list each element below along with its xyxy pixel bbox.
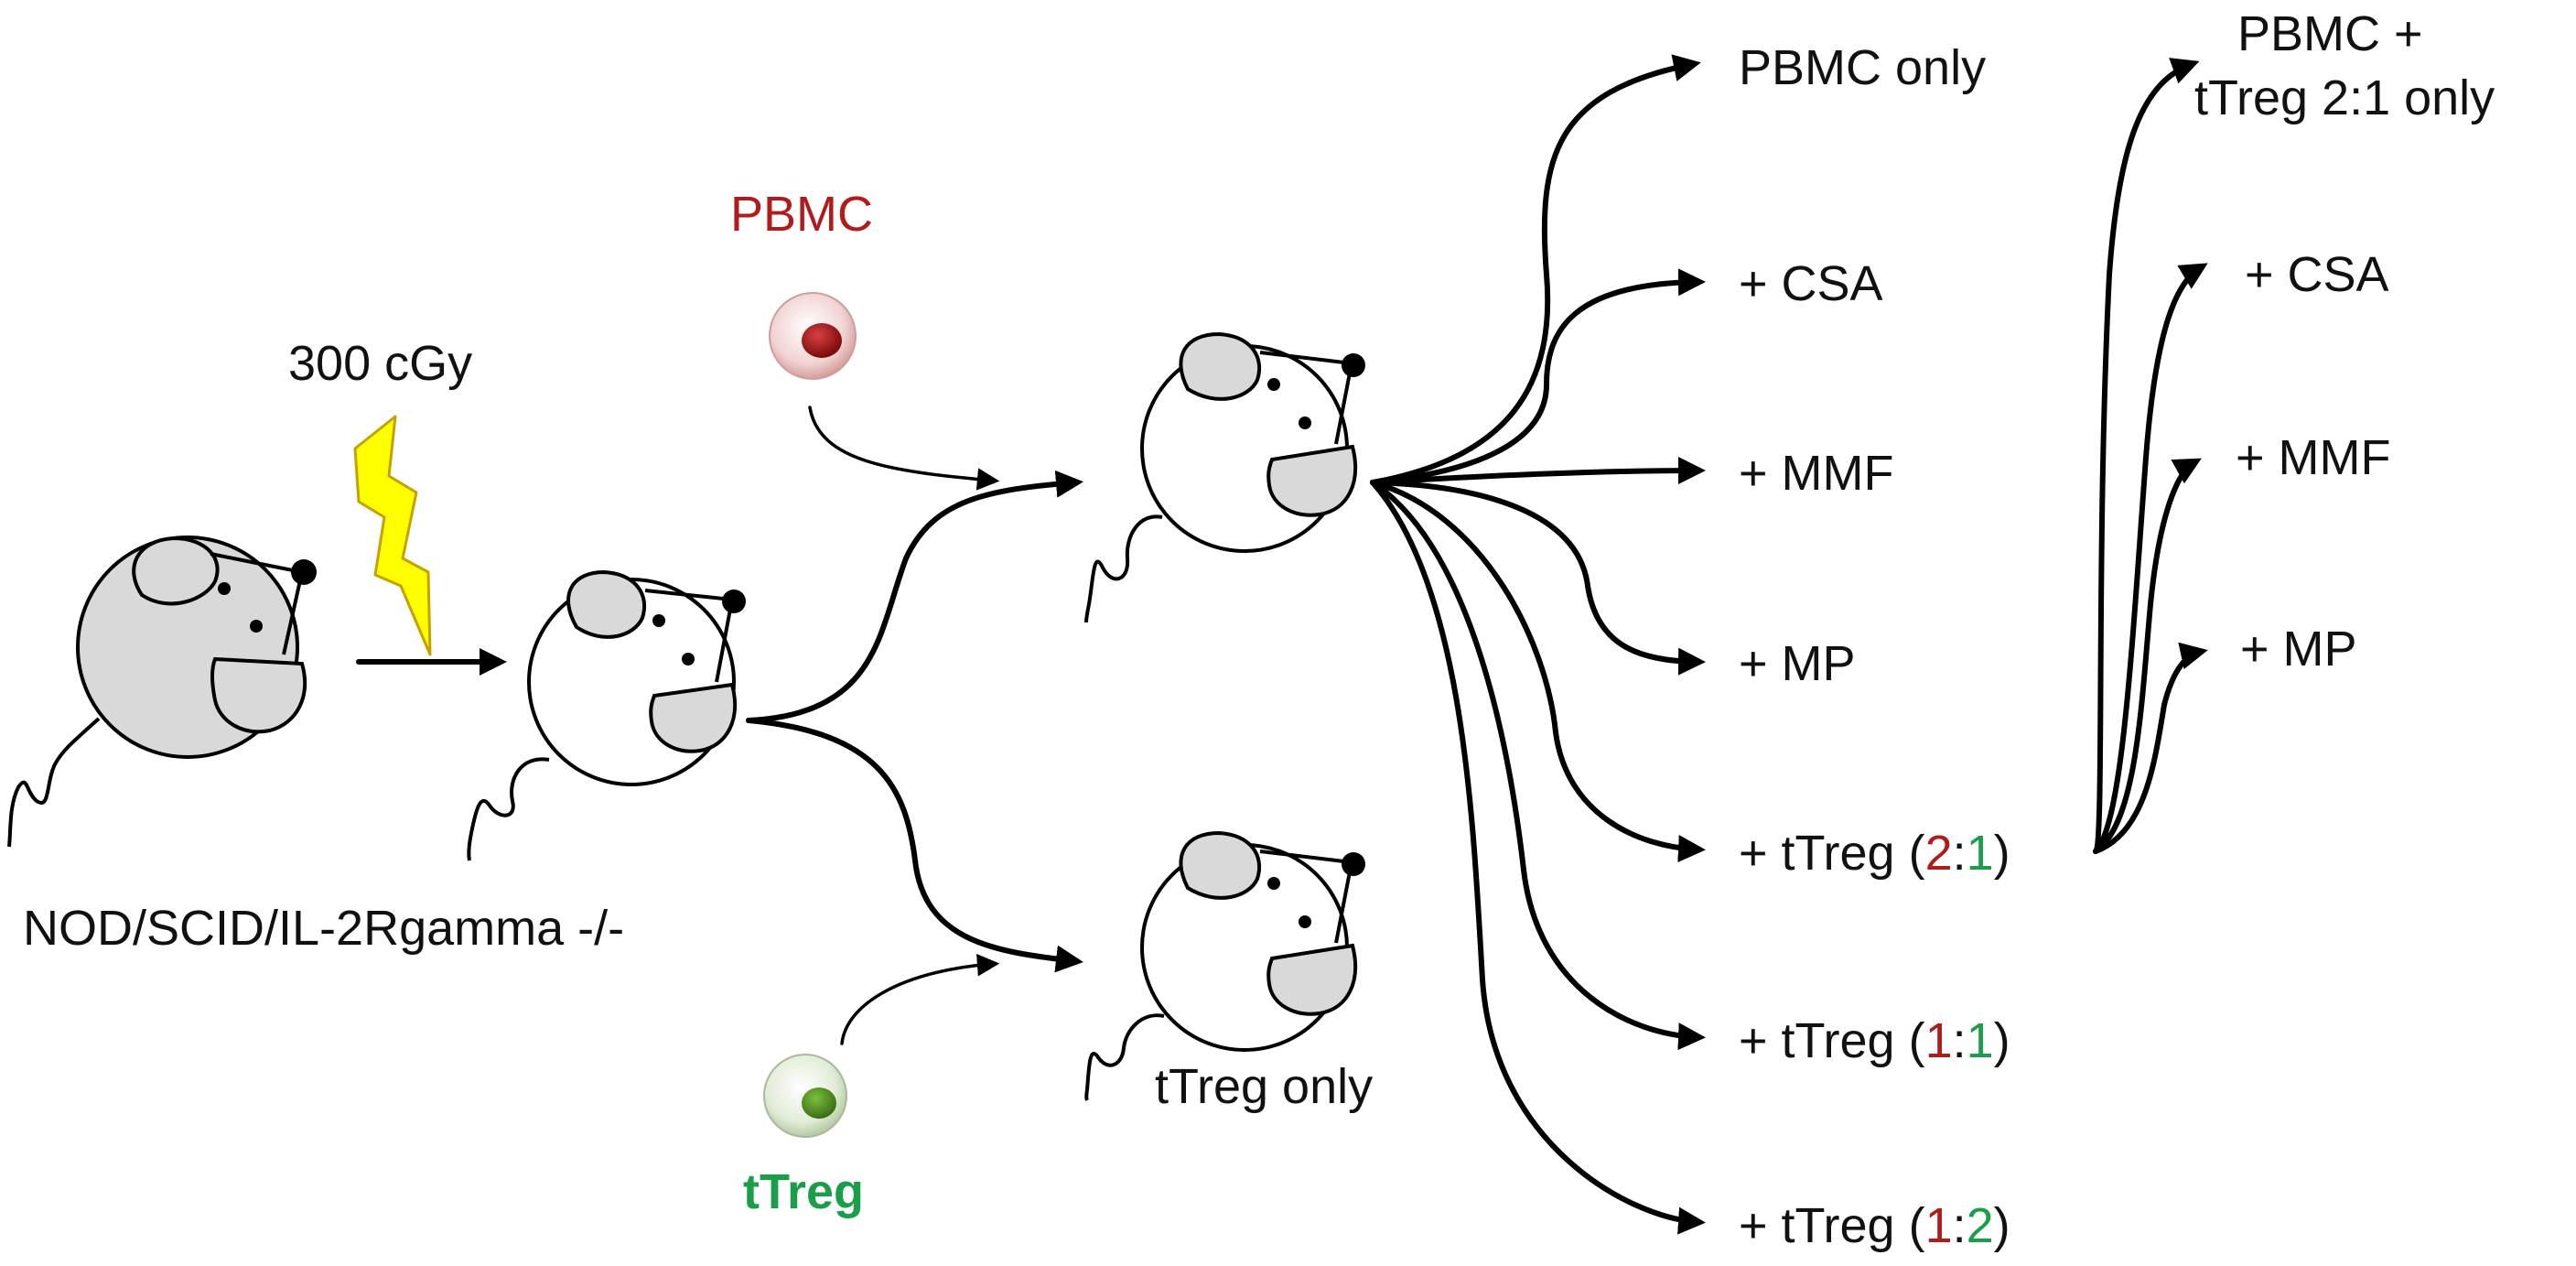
group-mp: + MP (1739, 636, 1856, 691)
pbmc-cell-icon (769, 292, 857, 380)
sub-group-mp: + MP (2240, 622, 2357, 676)
group-arrows (1370, 54, 1706, 1235)
group-csa: + CSA (1739, 256, 1883, 311)
sub-group-title-line1: PBMC + (2237, 6, 2423, 61)
treg-cell-icon (763, 1054, 847, 1138)
sub-group-csa: + CSA (2245, 247, 2389, 302)
group-pbmc-only: PBMC only (1739, 40, 1986, 95)
mouse-treg-only-icon (1084, 830, 1365, 1101)
treg-injection-arrow (840, 954, 1000, 1045)
split-arrow-pbmc (746, 470, 1083, 723)
pbmc-label: PBMC (730, 187, 873, 242)
split-arrow-treg (746, 718, 1083, 973)
lightning-bolt-icon (353, 415, 432, 656)
group-treg-1-1: + tTreg (1:1) (1739, 1013, 2010, 1068)
treg-only-label: tTreg only (1155, 1059, 1373, 1114)
group-mmf: + MMF (1739, 446, 1894, 501)
mouse-irradiated-icon (467, 569, 746, 861)
treg-label: tTreg (743, 1164, 864, 1219)
strain-label: NOD/SCID/IL-2Rgamma -/- (23, 901, 624, 956)
group-treg-1-2: + tTreg (1:2) (1739, 1198, 2010, 1253)
pbmc-injection-arrow (808, 406, 1000, 491)
mouse-pbmc-recipient-icon (1084, 331, 1365, 623)
sub-group-arrows (2093, 58, 2208, 854)
irradiation-label: 300 cGy (288, 336, 472, 391)
sub-group-title-line2: tTreg 2:1 only (2194, 70, 2495, 125)
sub-group-mmf: + MMF (2236, 430, 2391, 485)
mouse-strain-icon (7, 536, 317, 848)
group-treg-2-1: + tTreg (2:1) (1739, 826, 2010, 881)
